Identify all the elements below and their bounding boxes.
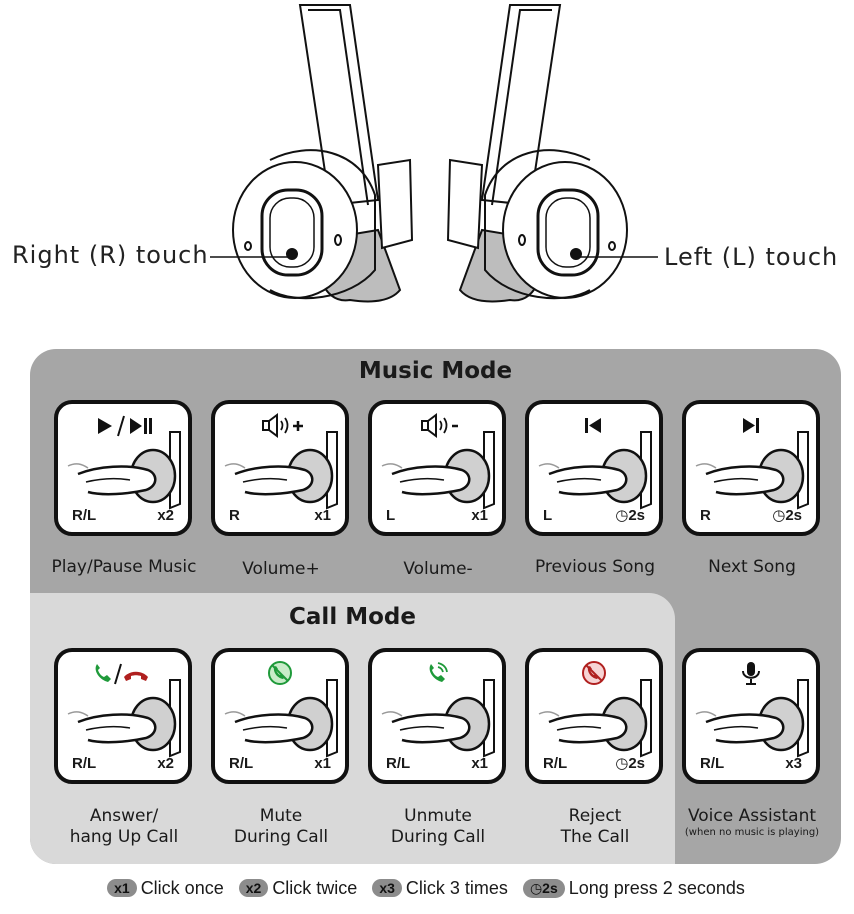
caption-line: Mute	[259, 806, 303, 826]
clock-icon: ◷	[615, 755, 629, 772]
legend-text: Click 3 times	[405, 878, 508, 898]
action-label: x1	[314, 755, 331, 772]
mute-card: R/L x1	[211, 648, 349, 784]
play-pause-icon	[98, 415, 152, 437]
answer-hangup-card: R/L x2	[54, 648, 192, 784]
long-press-label: ◷2s	[772, 506, 802, 524]
previous-track-icon	[585, 418, 601, 433]
clock-icon: ◷	[615, 507, 629, 524]
answer-hangup-icon	[95, 663, 148, 685]
action-label: 2s	[628, 507, 645, 524]
side-label: R/L	[229, 755, 254, 772]
side-label: R	[700, 507, 711, 524]
side-label: R/L	[72, 755, 97, 772]
next-song-card: R ◷2s	[682, 400, 820, 536]
side-label: R/L	[543, 755, 568, 772]
legend-text: Long press 2 seconds	[568, 878, 745, 898]
play-pause-caption: Play/Pause Music	[51, 557, 197, 577]
caption-line: hang Up Call	[69, 827, 179, 847]
legend-text: Click twice	[272, 878, 358, 898]
previous-song-caption: Previous Song	[534, 557, 655, 577]
call-mode-title: Call Mode	[289, 604, 416, 630]
mute-caption: Mute During Call	[201, 806, 361, 848]
reject-call-caption: Reject The Call	[515, 806, 675, 848]
finger-touch-icon	[381, 679, 495, 758]
finger-touch-icon	[695, 679, 809, 758]
earbuds-illustration	[210, 4, 658, 303]
action-label: x1	[471, 507, 488, 524]
right-earbud	[232, 4, 414, 303]
legend-badge: 2s	[542, 880, 558, 896]
finger-touch-icon	[381, 431, 495, 510]
volume-up-caption: Volume+	[242, 559, 320, 579]
clock-icon: ◷	[772, 507, 786, 524]
volume-down-icon	[421, 413, 458, 438]
long-press-label: ◷2s	[615, 754, 645, 772]
action-label: x1	[471, 755, 488, 772]
next-song-caption: Next Song	[708, 557, 796, 577]
finger-touch-icon	[538, 431, 652, 510]
finger-touch-icon	[67, 431, 181, 510]
play-pause-card: R/L x2	[54, 400, 192, 536]
volume-down-card: L x1	[368, 400, 506, 536]
finger-touch-icon	[538, 679, 652, 758]
mute-call-icon	[268, 661, 292, 685]
microphone-icon	[742, 662, 760, 685]
unmute-card: R/L x1	[368, 648, 506, 784]
legend-text: Click once	[140, 878, 224, 898]
action-label: 2s	[785, 507, 802, 524]
volume-down-caption: Volume-	[403, 559, 473, 579]
side-label: R/L	[72, 507, 97, 524]
finger-touch-icon	[695, 431, 809, 510]
volume-up-icon	[262, 413, 303, 438]
action-label: x1	[314, 507, 331, 524]
voice-assistant-note: (when no music is playing)	[684, 827, 820, 838]
finger-touch-icon	[224, 431, 338, 510]
caption-line: During Call	[390, 827, 486, 847]
voice-assistant-caption: Voice Assistant (when no music is playin…	[672, 806, 832, 839]
caption-line: Reject	[568, 806, 622, 826]
legend-badge: x2	[238, 879, 269, 897]
clock-icon: ◷	[529, 880, 543, 896]
legend-badge: x3	[372, 879, 402, 897]
left-earbud	[446, 4, 628, 303]
reject-call-card: R/L ◷2s	[525, 648, 663, 784]
finger-touch-icon	[67, 679, 181, 758]
side-label: L	[386, 507, 396, 524]
answer-hangup-caption: Answer/ hang Up Call	[44, 806, 204, 848]
voice-assistant-card: R/L x3	[682, 648, 820, 784]
side-label: L	[543, 507, 553, 524]
reject-call-icon	[582, 661, 606, 685]
finger-touch-icon	[224, 679, 338, 758]
unmute-call-icon	[429, 662, 448, 682]
side-label: R	[229, 507, 240, 524]
right-touch-label: Right (R) touch	[12, 241, 209, 269]
previous-song-card: L ◷2s	[525, 400, 663, 536]
caption-line: Answer/	[89, 806, 159, 826]
legend-badge: x1	[107, 879, 137, 897]
side-label: R/L	[700, 755, 725, 772]
action-label: x2	[157, 507, 174, 524]
unmute-caption: Unmute During Call	[358, 806, 518, 848]
action-label: x3	[785, 755, 802, 772]
long-press-label: ◷2s	[615, 506, 645, 524]
side-label: R/L	[386, 755, 411, 772]
caption-line: During Call	[233, 827, 329, 847]
caption-line: Unmute	[404, 806, 472, 826]
caption-line: The Call	[560, 827, 630, 847]
legend-badge-long-press: ◷2s	[522, 879, 565, 898]
left-touch-label: Left (L) touch	[664, 243, 839, 271]
volume-up-card: R x1	[211, 400, 349, 536]
music-mode-title: Music Mode	[358, 358, 513, 384]
next-track-icon	[743, 418, 759, 433]
action-label: 2s	[628, 755, 645, 772]
action-label: x2	[157, 755, 174, 772]
caption-line: Voice Assistant	[687, 806, 817, 826]
